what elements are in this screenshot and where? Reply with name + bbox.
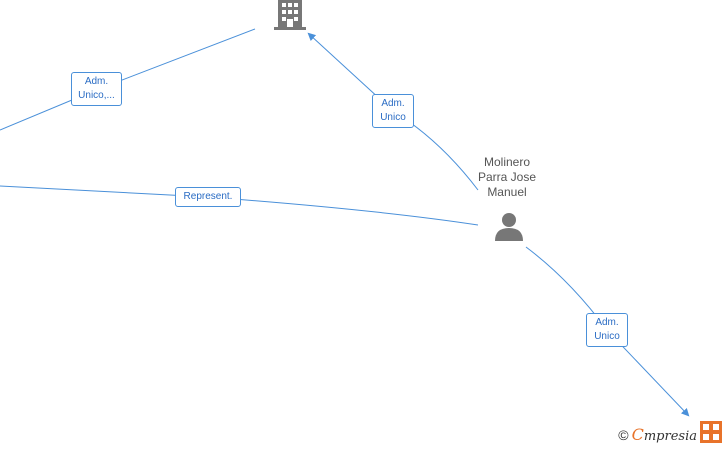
edge-label-adm-unico-left[interactable]: Adm. Unico,... <box>71 72 122 106</box>
footer-brand: © Cmpresia <box>618 421 722 448</box>
brand-wordmark[interactable]: Cmpresia <box>632 425 697 445</box>
brand-logo-icon <box>700 421 722 448</box>
edge-label-adm-unico-top[interactable]: Adm. Unico <box>372 94 414 128</box>
building-icon[interactable] <box>274 0 306 35</box>
edge-label-line-1: Represent. <box>183 191 233 202</box>
edge-label-line-1: Adm. <box>595 317 619 328</box>
edge-label-line-1: Adm. <box>381 98 405 109</box>
edge-label-line-2: Unico <box>380 112 406 123</box>
brand-rest-letters: mpresia <box>643 428 697 444</box>
person-name-line-2: Parra Jose <box>477 170 537 184</box>
copyright-symbol: © <box>618 426 629 443</box>
edge-line-adm-unico-left <box>0 28 256 131</box>
edge-label-line-1: Adm. <box>84 76 109 87</box>
edge-label-adm-unico-bottom[interactable]: Adm. Unico <box>586 313 628 347</box>
edge-label-line-2: Unico <box>594 331 620 342</box>
person-icon[interactable] <box>494 211 524 246</box>
person-name-line-3: Manuel <box>487 185 527 199</box>
person-name-line-1: Molinero <box>483 155 531 169</box>
brand-first-letter: C <box>631 424 644 444</box>
edge-label-represent[interactable]: Represent. <box>175 187 241 207</box>
edge-label-line-2: Unico,... <box>78 90 115 101</box>
person-name: Molinero Parra Jose Manuel <box>462 155 552 200</box>
